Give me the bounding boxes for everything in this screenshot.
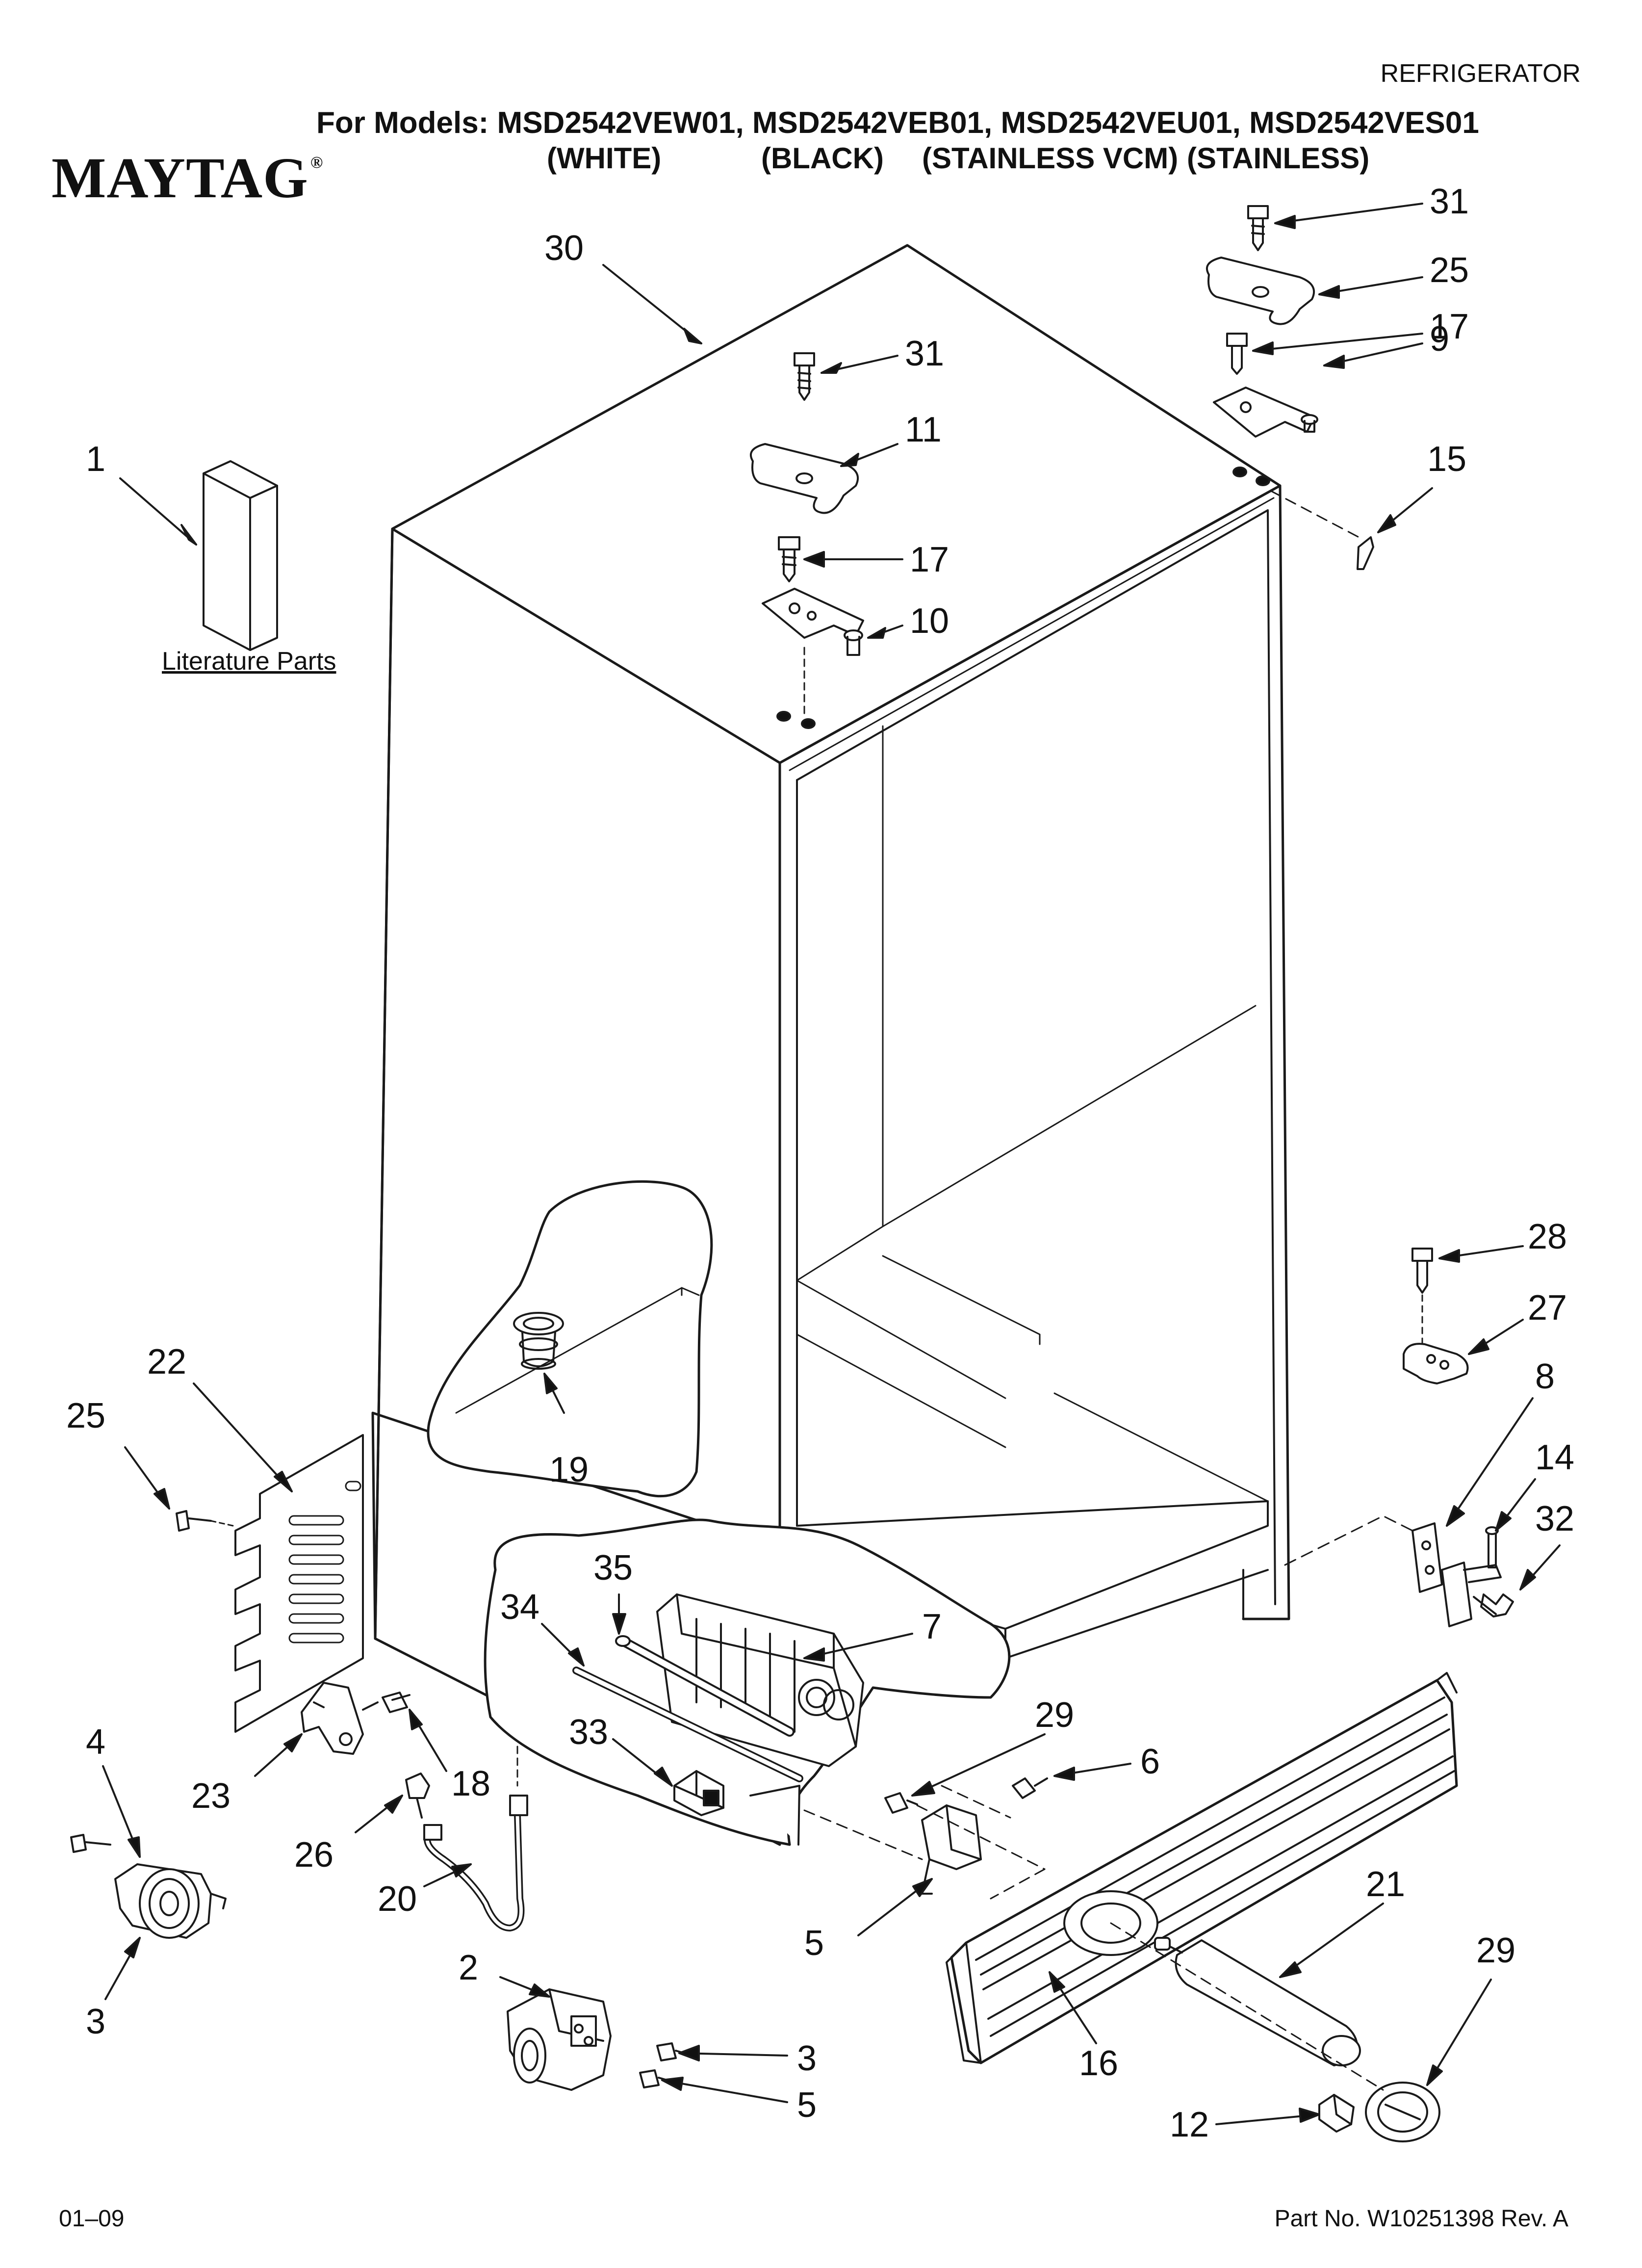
callout-15: 15	[1427, 440, 1466, 479]
leveling-leg-2	[507, 1988, 612, 2091]
callout-13: 11	[905, 410, 942, 449]
variant-white: (WHITE)	[547, 142, 662, 175]
drain-fitting	[513, 1312, 564, 1370]
leader-lines	[102, 203, 1561, 2125]
water-tube-20	[423, 1795, 528, 1931]
rear-grille	[234, 1434, 364, 1733]
shim-9	[1411, 1522, 1443, 1593]
callout-27: 28	[1528, 1217, 1567, 1256]
screw-17-left	[778, 536, 800, 582]
hinge-cover-right	[1206, 257, 1315, 325]
assembly-line	[803, 1809, 923, 1860]
screw-25-lower	[405, 1773, 430, 1819]
water-filter	[1154, 1937, 1361, 2066]
variant-stainless: (STAINLESS)	[1187, 142, 1370, 175]
screw-5-bottom	[639, 2069, 668, 2088]
callout-7: 6	[1140, 1742, 1160, 1781]
assembly-line	[210, 1520, 234, 1527]
screw-7	[1012, 1777, 1048, 1799]
callout-17-right: 17	[1430, 307, 1469, 346]
screw-28	[884, 1792, 918, 1814]
callout-2: 2	[459, 1948, 478, 1987]
callout-31-right: 31	[1430, 182, 1469, 221]
literature-parts-label: Literature Parts	[162, 647, 336, 676]
callout-29-visible: 29	[1476, 1931, 1515, 1970]
heater-rod	[615, 1635, 795, 1737]
callout-20: 20	[378, 1879, 417, 1919]
screw-5-left	[70, 1834, 111, 1853]
callout-numbers: 1 30 31 11 17 10 31 25 17 9 15 19 22 25 …	[66, 182, 1574, 2144]
date-code: 01–09	[59, 2206, 125, 2232]
assembly-line	[990, 1868, 1046, 1900]
callout-34: 34	[500, 1588, 539, 1627]
filter-cover-29	[1365, 2082, 1440, 2142]
screw-18	[362, 1692, 410, 1713]
assembly-line	[1269, 490, 1364, 541]
screw-31-left	[794, 352, 815, 401]
filter-cap-12	[1318, 2094, 1355, 2133]
callout-18: 18	[451, 1764, 490, 1803]
callout-23: 25	[1430, 251, 1469, 290]
callout-12: 12	[1170, 2105, 1209, 2144]
literature-parts	[203, 460, 278, 651]
callout-21: 21	[1366, 1865, 1405, 1904]
callout-19: 19	[549, 1450, 589, 1489]
assembly-line	[1284, 1515, 1413, 1566]
callout-16: 16	[1079, 2044, 1118, 2083]
screw-17-right	[1226, 333, 1248, 375]
shim-15	[1357, 536, 1374, 570]
callout-28: 29	[1035, 1695, 1074, 1735]
hinge-cover-left	[749, 443, 859, 514]
screw-27	[1411, 1248, 1433, 1294]
assembly-line	[941, 1785, 1011, 1819]
roller-assembly	[114, 1863, 227, 1939]
callout-17-left: 17	[910, 540, 949, 579]
callout-3-visible: 3	[797, 2039, 817, 2078]
models-line: For Models: MSD2542VEW01, MSD2542VEB01, …	[316, 106, 1479, 140]
screw-31-right	[1247, 205, 1269, 251]
callout-25-upper: 25	[66, 1396, 105, 1435]
assembly-line	[1110, 1922, 1384, 2091]
callout-6: 5	[804, 1924, 824, 1963]
variant-black: (BLACK)	[761, 142, 884, 175]
bracket-24	[301, 1682, 364, 1755]
callout-32: 32	[1535, 1499, 1574, 1538]
callout-25-lower: 26	[294, 1835, 334, 1875]
callout-14: 14	[1535, 1438, 1574, 1477]
fill-tube	[572, 1667, 803, 1782]
callout-4: 3	[86, 2002, 105, 2041]
brand-logo: MAYTAG®	[51, 146, 324, 210]
screw-25-upper	[176, 1510, 212, 1532]
cutaway-liner	[427, 1180, 713, 1498]
callout-24: 23	[191, 1776, 231, 1816]
callout-26: 27	[1528, 1288, 1567, 1328]
hinge-cover-26	[1403, 1343, 1469, 1384]
callout-9: 8	[1535, 1357, 1555, 1396]
callout-5-left: 4	[86, 1722, 105, 1762]
callout-31-left: 31	[905, 334, 944, 373]
hinge-pin-10	[844, 629, 863, 656]
callout-10: 10	[910, 601, 949, 641]
foam-block	[673, 1770, 724, 1816]
callout-22: 22	[147, 1342, 186, 1382]
callout-35: 35	[593, 1548, 633, 1588]
callout-11-visible: 9	[1430, 319, 1449, 359]
hinge-bracket-right	[1213, 387, 1318, 438]
category-label: REFRIGERATOR	[1380, 59, 1581, 88]
callout-5-bottom: 5	[797, 2086, 817, 2125]
assembly-line	[916, 1804, 1046, 1870]
part-number: Part No. W10251398 Rev. A	[1274, 2206, 1568, 2232]
screw-32	[1473, 1593, 1514, 1617]
callout-8: 7	[922, 1607, 942, 1646]
hinge-bracket-14	[1441, 1526, 1502, 1627]
toe-grille	[946, 1672, 1458, 2064]
callout-33: 33	[569, 1713, 608, 1752]
callout-1: 1	[86, 440, 105, 479]
variant-stainless-vcm: (STAINLESS VCM)	[922, 142, 1179, 175]
callout-30: 30	[544, 229, 584, 268]
